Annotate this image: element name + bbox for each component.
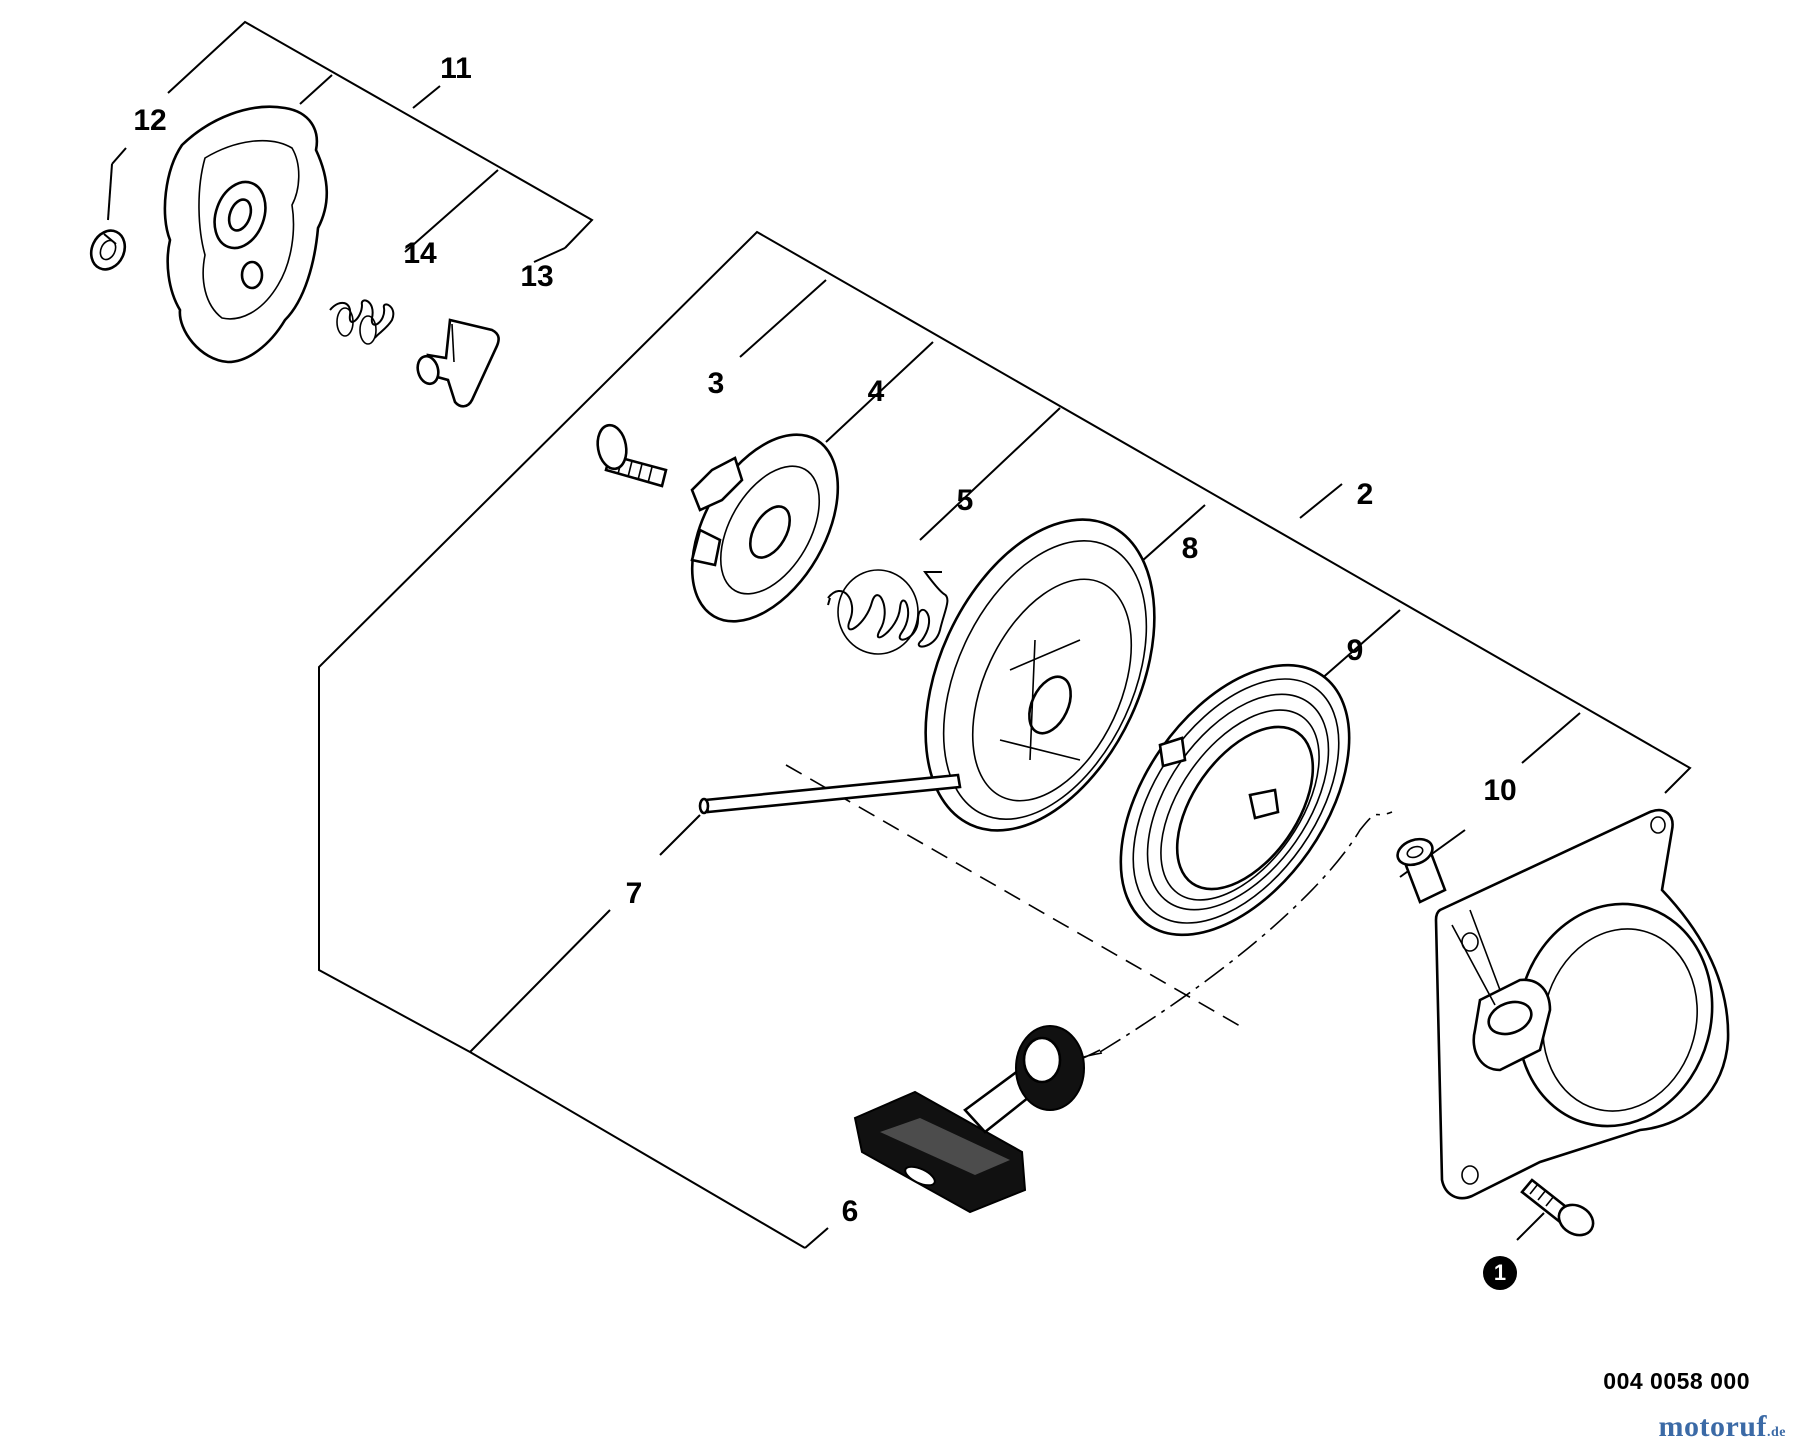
starter-handle-part [853, 1025, 1085, 1214]
callout-4: 4 [868, 375, 885, 408]
callout-13: 13 [520, 260, 553, 293]
cover-plate-part [690, 433, 840, 623]
callouts: 11 12 14 13 3 4 5 2 8 9 10 7 6 1 [133, 52, 1517, 1290]
drawing-number: 004 0058 000 [1603, 1368, 1750, 1394]
callout-5: 5 [957, 484, 974, 517]
pawl-spring-part [329, 299, 395, 345]
pawl-carrier-part [163, 105, 329, 364]
watermark-name: motoruf [1658, 1410, 1767, 1443]
e-clip-part [89, 229, 127, 271]
recoil-spring-part [1119, 663, 1351, 937]
bracket-group-11 [107, 20, 594, 263]
watermark-logo: motoruf.de [1659, 1410, 1786, 1444]
callout-12: 12 [133, 104, 166, 137]
callout-2: 2 [1357, 478, 1374, 511]
bolt-part [1520, 1178, 1595, 1237]
spring-part [827, 569, 949, 655]
callout-1-badge [1483, 1256, 1517, 1290]
watermark-suffix: .de [1767, 1425, 1786, 1440]
callout-7: 7 [626, 877, 643, 910]
callout-8: 8 [1182, 532, 1199, 565]
callout-14: 14 [403, 237, 437, 270]
screw-part [596, 423, 668, 488]
callout-3: 3 [708, 367, 725, 400]
bushing-part [1396, 837, 1447, 904]
pawl-part [416, 318, 500, 408]
starter-rope-part [698, 773, 962, 815]
callout-11: 11 [440, 52, 472, 85]
reel-part [924, 518, 1156, 832]
callout-9: 9 [1347, 634, 1364, 667]
starter-case-part [1434, 808, 1730, 1200]
callout-10: 10 [1483, 774, 1516, 807]
callout-6: 6 [842, 1195, 859, 1228]
callout-1: 1 [1494, 1260, 1506, 1285]
